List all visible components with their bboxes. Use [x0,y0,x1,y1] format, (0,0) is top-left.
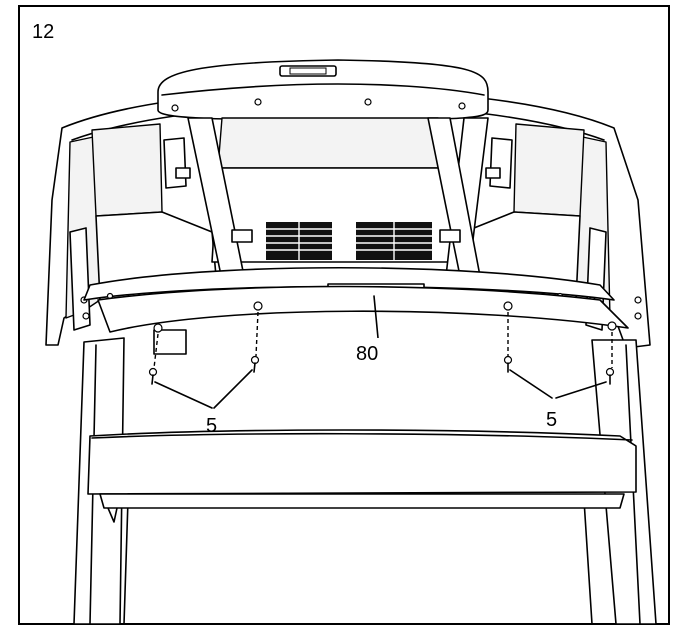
screw-left-b [250,355,260,373]
console-top-bar [157,59,489,121]
screw-hole [607,321,617,331]
step-number: 12 [32,21,54,43]
callout-5-left: 5 [206,415,217,437]
console-shroud [97,285,629,355]
screw-hole [153,323,163,333]
screw-right-b [605,367,615,385]
callout-5-right: 5 [546,409,557,431]
screw-callouts-left: 5 [148,311,260,437]
fan-grille-right [356,222,432,260]
center-bay [187,117,489,281]
screw-hole [253,301,263,311]
handrail [87,429,637,509]
figure-border [18,5,670,625]
callout-80: 80 [354,295,390,365]
screw-callouts-right: 5 [503,312,615,431]
callout-80-label: 80 [356,343,378,365]
screw-left-a [148,367,158,385]
screw-right-a [503,355,513,373]
screw-hole [503,301,513,311]
fan-grille-left [266,222,332,260]
